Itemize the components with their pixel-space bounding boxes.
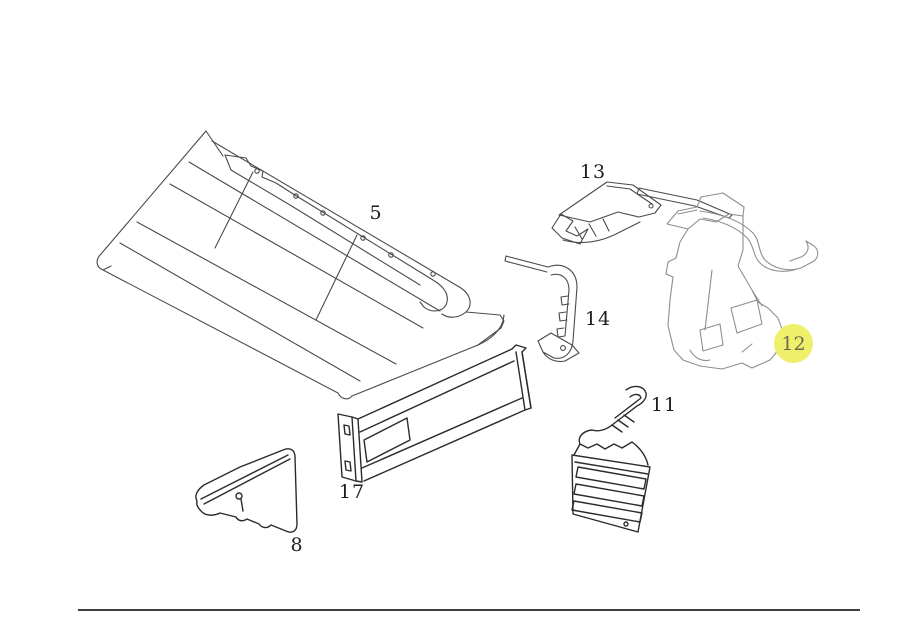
part-12-wheelhouse-drawing: [666, 193, 818, 369]
part-5-panel-drawing: [97, 131, 504, 399]
part-callout-17[interactable]: 17: [338, 481, 366, 503]
part-callout-14[interactable]: 14: [584, 308, 612, 330]
part-callout-8[interactable]: 8: [290, 534, 304, 556]
part-8-cover-drawing: [196, 449, 297, 532]
part-callout-12-label: 12: [781, 332, 806, 355]
part-callout-13[interactable]: 13: [579, 161, 607, 183]
part-14-arm-drawing: [505, 256, 579, 362]
part-11-louver-drawing: [572, 386, 650, 532]
footer-divider-rule: [78, 609, 860, 611]
part-callout-12-highlighted[interactable]: 12: [774, 324, 813, 363]
part-13-bracket-drawing: [552, 182, 732, 244]
part-callout-11[interactable]: 11: [650, 394, 678, 416]
part-17-rail-drawing: [338, 345, 531, 482]
part-callout-5[interactable]: 5: [369, 202, 383, 224]
